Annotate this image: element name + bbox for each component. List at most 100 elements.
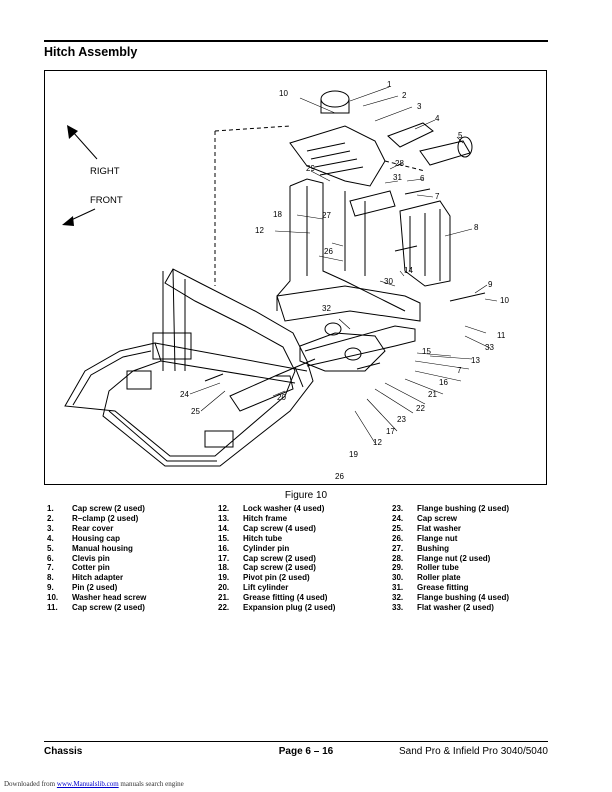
- callout-27: 27: [322, 211, 331, 220]
- callout-25: 25: [191, 407, 200, 416]
- callout-23: 23: [397, 415, 406, 424]
- footer-section: Chassis: [44, 746, 83, 757]
- legend-item: 12.Lock washer (4 used): [218, 504, 325, 513]
- hitch-frame-upright: [344, 191, 366, 276]
- hitch-assembly-figure: RIGHT FRONT 1 2 3 4 5 6 7 7 8 9 10 10 11…: [44, 70, 547, 485]
- legend-item: 26.Flange nut: [392, 533, 458, 543]
- callout-6: 6: [420, 174, 425, 183]
- front-direction-label: FRONT: [90, 195, 123, 206]
- callout-15: 15: [422, 347, 431, 356]
- callout-13: 13: [471, 356, 480, 365]
- callout-3: 3: [417, 102, 422, 111]
- leader-lines: [189, 86, 498, 444]
- legend-item: 19.Pivot pin (2 used): [218, 573, 310, 583]
- callout-17: 17: [386, 427, 395, 436]
- rear-cover-ribs: [306, 142, 364, 176]
- legend-item: 10.Washer head screw: [47, 593, 147, 603]
- hitch-frame-crossbar: [276, 285, 421, 322]
- callout-33: 33: [485, 343, 494, 352]
- callout-28: 28: [395, 159, 404, 168]
- download-note: Downloaded from www.Manualslib.com manua…: [4, 780, 184, 788]
- frame-bracket-bottom: [204, 430, 234, 448]
- download-prefix: Downloaded from: [4, 780, 57, 788]
- legend-item: 11.Cap screw (2 used): [47, 603, 145, 613]
- callout-9: 9: [488, 280, 493, 289]
- figure-caption: Figure 10: [284, 490, 328, 501]
- manualslib-link[interactable]: www.Manualslib.com: [56, 780, 119, 788]
- phantom-line-right: [384, 160, 426, 172]
- callout-10-right: 10: [500, 296, 509, 305]
- legend-item: 27.Bushing: [392, 543, 449, 553]
- callout-30: 30: [384, 277, 393, 286]
- legend-item: 14.Cap screw (4 used): [218, 523, 316, 533]
- callout-7-lower: 7: [457, 366, 462, 375]
- legend-item: 8.Hitch adapter: [47, 573, 124, 583]
- legend-item: 3.Rear cover: [47, 523, 114, 533]
- parts-legend-column-1: 1.Cap screw (2 used) 2.R–clamp (2 used) …: [47, 504, 146, 613]
- callout-29: 29: [306, 164, 315, 173]
- hitch-tube-cross: [304, 325, 416, 367]
- right-arrow-shaft: [72, 131, 98, 160]
- front-arrow-shaft: [68, 208, 96, 222]
- parts-legend-column-3: 23.Flange bushing (2 used) 24.Cap screw …: [392, 504, 509, 613]
- callout-10-top: 10: [279, 89, 288, 98]
- legend-item: 25.Flat washer: [392, 523, 462, 533]
- section-title: Hitch Assembly: [44, 45, 138, 59]
- frame-bracket-left: [152, 332, 192, 360]
- callout-22: 22: [416, 404, 425, 413]
- callout-11: 11: [497, 331, 506, 340]
- housing-cap-top: [320, 90, 350, 108]
- header-rule: [44, 40, 548, 42]
- exploded-view-drawing: RIGHT FRONT 1 2 3 4 5 6 7 7 8 9 10 10 11…: [62, 80, 509, 481]
- front-arrow-head: [62, 216, 74, 226]
- callout-14: 14: [404, 266, 413, 275]
- cylinder-rod: [274, 358, 316, 377]
- hitch-adapter-plate: [409, 209, 441, 281]
- manual-housing-end: [457, 136, 473, 158]
- bushing-left: [324, 322, 342, 336]
- chassis-frame-tube: [64, 268, 314, 467]
- footer-manual-title: Sand Pro & Infield Pro 3040/5040: [399, 746, 548, 757]
- cap-screw-24: [204, 373, 224, 382]
- legend-item: 30.Roller plate: [392, 573, 461, 583]
- callout-4: 4: [435, 114, 440, 123]
- callout-24: 24: [180, 390, 189, 399]
- legend-item: 28.Flange nut (2 used): [392, 553, 491, 563]
- pin-9: [449, 292, 486, 302]
- legend-item: 7.Cotter pin: [47, 563, 110, 573]
- legend-item: 23.Flange bushing (2 used): [392, 504, 510, 513]
- legend-item: 21.Grease fitting (4 used): [218, 593, 328, 603]
- legend-item: 22.Expansion plug (2 used): [218, 603, 336, 613]
- callout-12-bottom: 12: [373, 438, 382, 447]
- download-suffix: manuals search engine: [118, 780, 184, 788]
- cylinder-pin-16: [356, 362, 381, 370]
- housing-cap: [320, 99, 350, 114]
- footer-page-number: Page 6 – 16: [278, 746, 334, 757]
- legend-item: 16.Cylinder pin: [218, 543, 290, 553]
- rear-cover: [289, 125, 386, 187]
- chassis-frame-tube-inner: [72, 350, 304, 462]
- callout-12-left: 12: [255, 226, 264, 235]
- legend-item: 2.R–clamp (2 used): [47, 513, 139, 523]
- legend-item: 32.Flange bushing (4 used): [392, 593, 510, 603]
- manual-housing: [419, 140, 471, 166]
- legend-item: 15.Hitch tube: [218, 533, 283, 543]
- legend-item: 33.Flat washer (2 used): [392, 603, 494, 613]
- callout-2: 2: [402, 91, 407, 100]
- right-arrow-head: [67, 125, 78, 139]
- legend-item: 1.Cap screw (2 used): [47, 504, 145, 513]
- roller-tube: [349, 190, 396, 217]
- hitch-tube: [299, 332, 386, 372]
- legend-item: 13.Hitch frame: [218, 513, 288, 523]
- frame-side-rail: [162, 268, 186, 372]
- parts-legend-column-2: 12.Lock washer (4 used) 13.Hitch frame 1…: [218, 504, 335, 613]
- hitch-adapter: [399, 200, 451, 287]
- bushing-right: [344, 347, 362, 361]
- cap-screw-14: [394, 245, 418, 252]
- legend-item: 18.Cap screw (2 used): [218, 563, 316, 573]
- callout-31: 31: [393, 173, 402, 182]
- callout-5: 5: [458, 131, 463, 140]
- phantom-line-top: [214, 125, 291, 132]
- callout-32: 32: [322, 304, 331, 313]
- callout-19: 19: [349, 450, 358, 459]
